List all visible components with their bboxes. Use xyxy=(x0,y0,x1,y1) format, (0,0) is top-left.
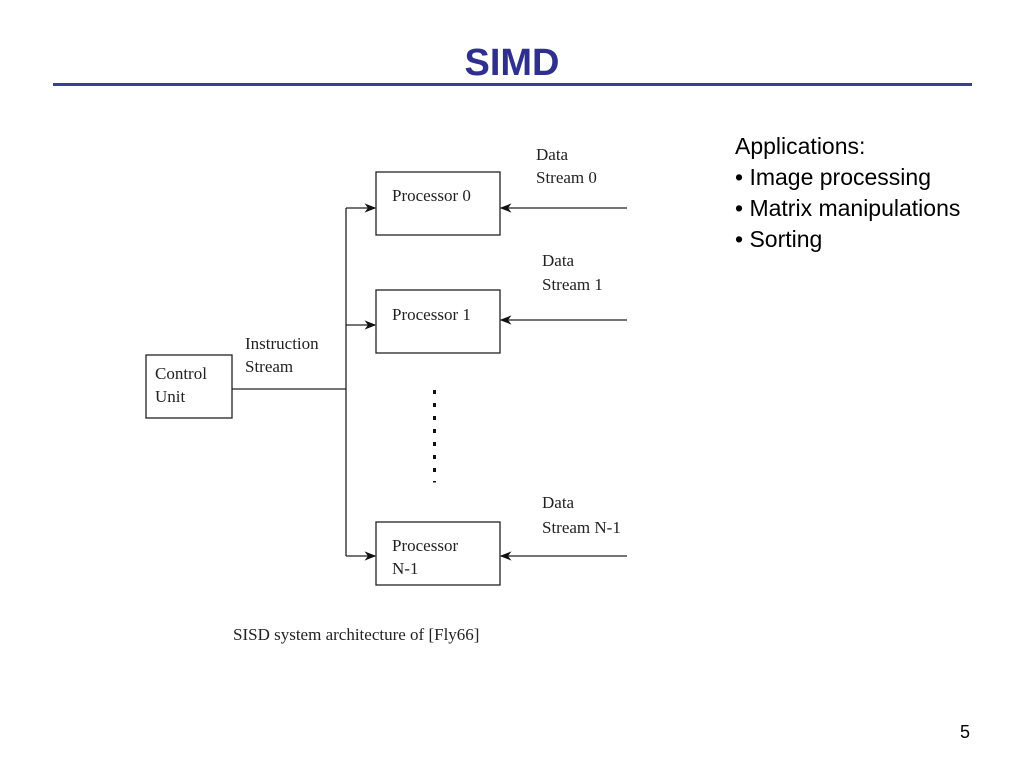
page-number: 5 xyxy=(959,722,970,742)
control-unit-label-line-1: Control xyxy=(155,364,207,383)
data-stream-0-label-line-1: Data xyxy=(536,145,569,164)
applications-heading: Applications: xyxy=(735,133,866,159)
processor-ellipsis xyxy=(433,390,436,483)
slide-title: SIMD xyxy=(464,42,560,84)
application-item: • Sorting xyxy=(735,226,823,252)
processor-1-label: Processor 1 xyxy=(392,305,471,324)
processor-n-1-label-line-2: N-1 xyxy=(392,559,418,578)
data-stream-1-label-line-1: Data xyxy=(542,251,575,270)
title-divider xyxy=(53,83,972,86)
control-unit-label-line-2: Unit xyxy=(155,387,186,406)
application-item: • Image processing xyxy=(735,164,931,190)
data-stream-n-1-label-line-1: Data xyxy=(542,493,575,512)
application-item-text: Image processing xyxy=(749,164,931,190)
application-item: • Matrix manipulations xyxy=(735,195,961,221)
diagram-caption: SISD system architecture of [Fly66] xyxy=(233,625,479,644)
instruction-stream-label-line-2: Stream xyxy=(245,357,293,376)
control-unit-box xyxy=(145,354,233,419)
data-stream-0-label-line-2: Stream 0 xyxy=(536,168,597,187)
application-item-text: Matrix manipulations xyxy=(749,195,961,221)
applications-list: Applications: • Image processing • Matri… xyxy=(735,131,960,255)
processor-n-1-label-line-1: Processor xyxy=(392,536,458,555)
processor-0-label: Processor 0 xyxy=(392,186,471,205)
application-item-text: Sorting xyxy=(749,226,823,252)
data-stream-n-1-label-line-2: Stream N-1 xyxy=(542,518,621,537)
instruction-stream-label-line-1: Instruction xyxy=(245,334,319,353)
data-stream-1-label-line-2: Stream 1 xyxy=(542,275,603,294)
